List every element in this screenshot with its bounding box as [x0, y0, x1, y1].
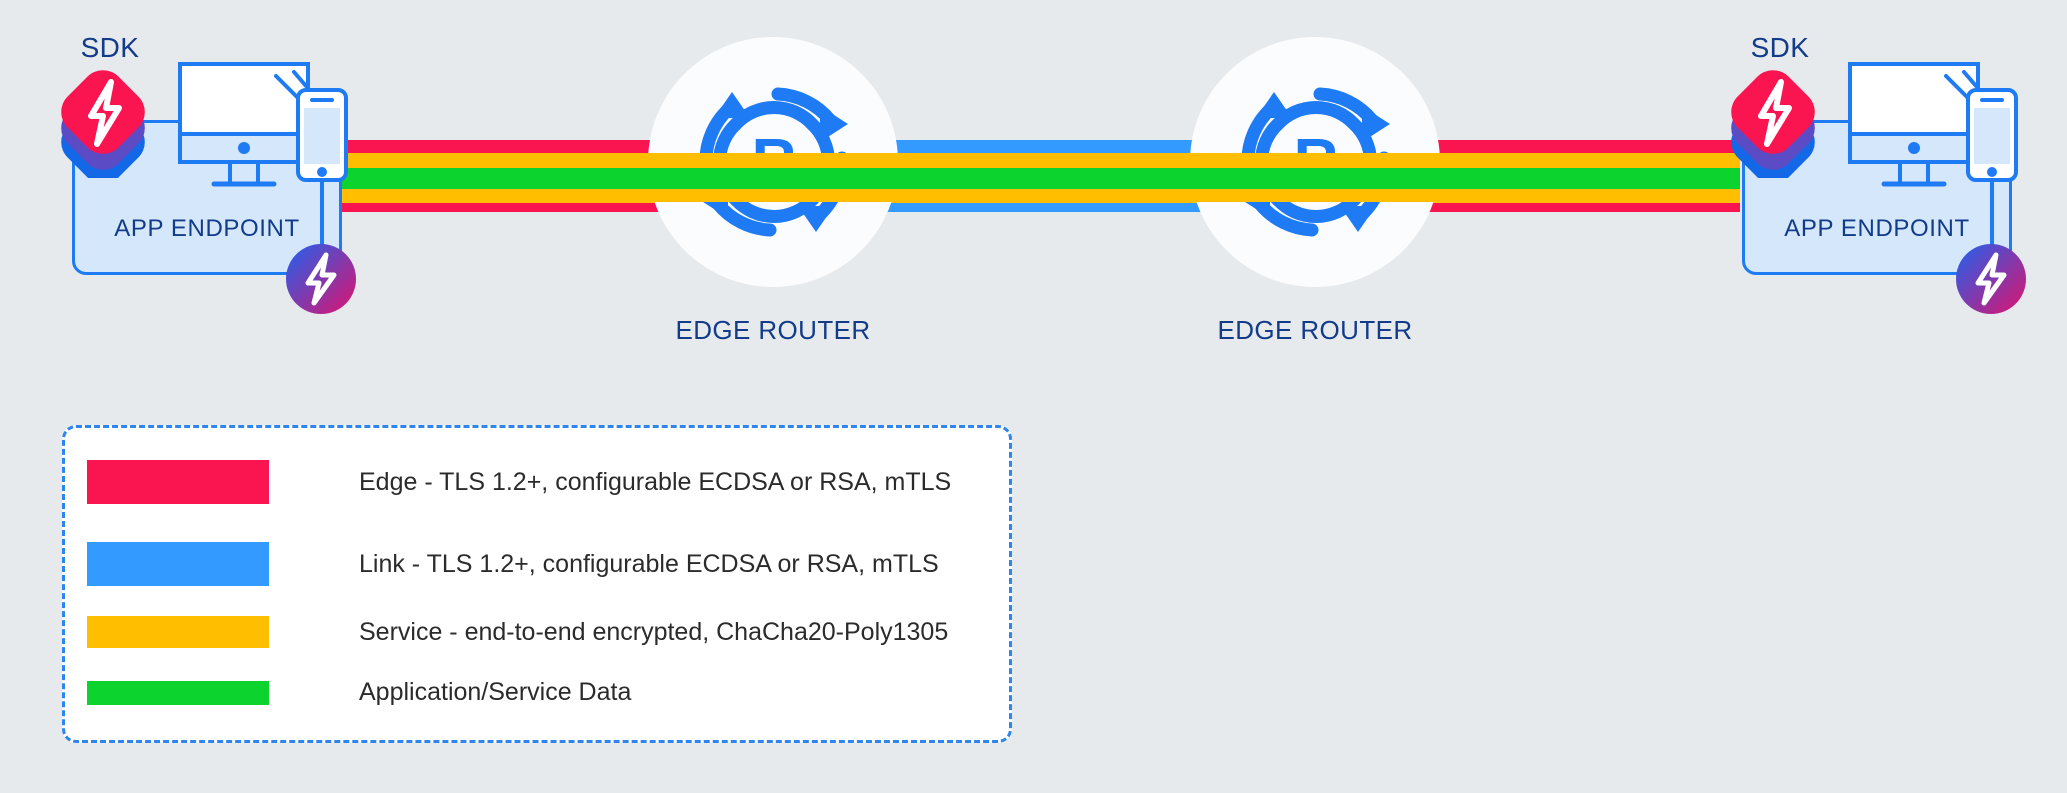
legend-item-link: Link - TLS 1.2+, configurable ECDSA or R… [87, 542, 939, 586]
router-left-pipe-front [648, 153, 898, 202]
ziti-bolt-badge-icon [286, 244, 356, 314]
endpoint-right-connector [1990, 178, 1994, 260]
pipe-stripe-service-top [1190, 153, 1440, 168]
pipe-stripe-service-top [648, 153, 898, 168]
pipe-stripe-service-bottom [1190, 189, 1440, 202]
sdk-stack-icon [1731, 70, 1815, 178]
pipe-stripe-link-top [760, 140, 1320, 153]
legend-swatch-application-data [87, 680, 269, 705]
router-right-label: EDGE ROUTER [1217, 315, 1413, 345]
legend-item-edge: Edge - TLS 1.2+, configurable ECDSA or R… [87, 460, 951, 504]
ziti-bolt-badge-icon [1956, 244, 2026, 314]
pipe-stripe-service-top [760, 153, 1320, 168]
pipe-stripe-data [760, 168, 1320, 189]
legend-box: Edge - TLS 1.2+, configurable ECDSA or R… [62, 425, 1012, 743]
legend-item-service: Service - end-to-end encrypted, ChaCha20… [87, 616, 948, 648]
legend-label-service: Service - end-to-end encrypted, ChaCha20… [359, 617, 949, 646]
monitor-phone-icon [1848, 62, 2018, 187]
legend-swatch-link [87, 542, 269, 586]
router-left-label: EDGE ROUTER [675, 315, 871, 345]
sdk-stack-icon [61, 70, 145, 178]
pipe-stripe-data [648, 168, 898, 189]
pipe-stripe-edge-bottom [1320, 203, 1740, 212]
pipe-stripe-service-bottom [760, 189, 1320, 203]
legend-label-edge: Edge - TLS 1.2+, configurable ECDSA or R… [359, 467, 952, 496]
legend-item-application-data: Application/Service Data [87, 678, 631, 707]
pipe-stripe-edge-bottom [340, 203, 760, 212]
pipe-stripe-service-bottom [648, 189, 898, 202]
sdk-left-label: SDK [80, 32, 140, 63]
legend-label-link: Link - TLS 1.2+, configurable ECDSA or R… [359, 549, 939, 578]
monitor-phone-icon [178, 62, 348, 187]
router-right-pipe-front [1190, 153, 1440, 202]
app-endpoint-right-label: APP ENDPOINT [1784, 215, 1970, 242]
endpoint-left-connector [320, 178, 324, 260]
legend-swatch-edge [87, 460, 269, 504]
pipe-segment-link [760, 140, 1320, 212]
legend-swatch-service [87, 616, 269, 648]
sdk-right-label: SDK [1750, 32, 1810, 63]
pipe-stripe-data [1190, 168, 1440, 189]
pipe-stripe-link-bottom [760, 203, 1320, 212]
app-endpoint-left-label: APP ENDPOINT [114, 215, 300, 242]
legend-label-application-data: Application/Service Data [359, 678, 632, 706]
